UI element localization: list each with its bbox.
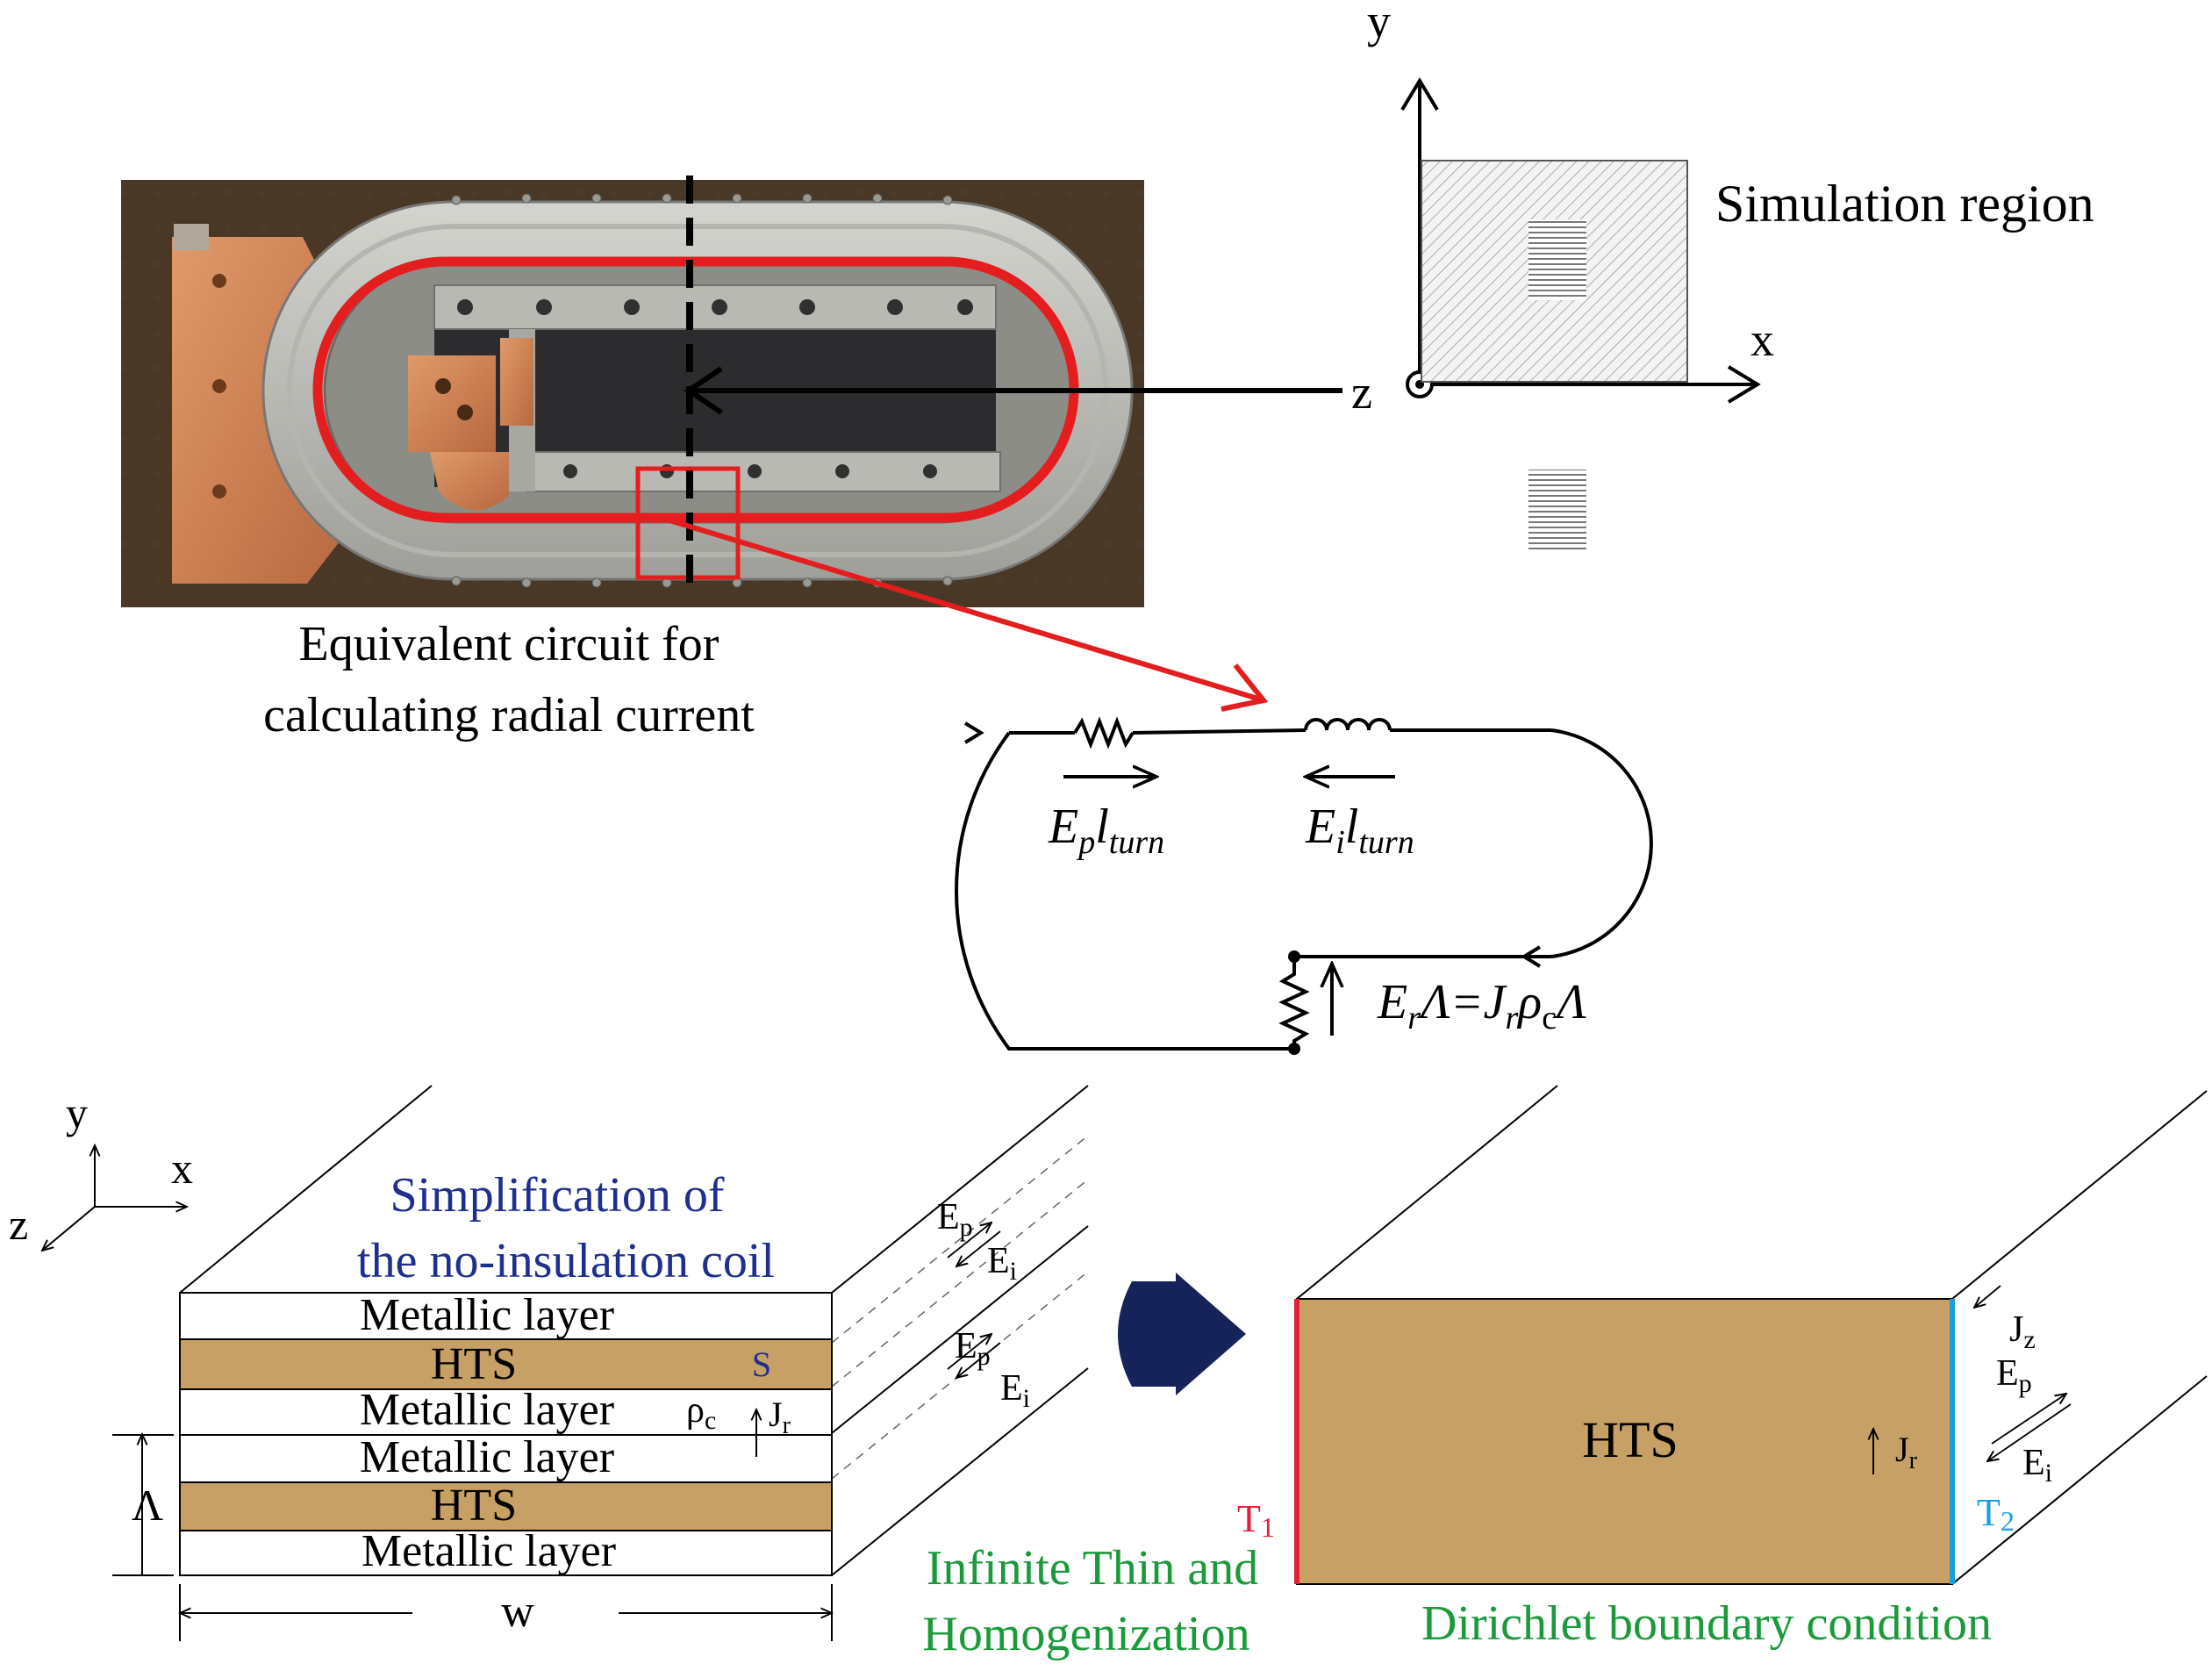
ep-arrow-lower (947, 1334, 991, 1370)
jr-label-stack: Jr (769, 1395, 791, 1439)
homogenization-caption-line2: Homogenization (922, 1607, 1249, 1661)
axis-label-z: z (1351, 366, 1372, 419)
ep-label-homogenized: Ep (1996, 1353, 2032, 1398)
ei-arrow-upper (956, 1230, 1001, 1266)
rho-c-label: ρc (686, 1390, 716, 1435)
photo-caption-line2: calculating radial current (263, 688, 755, 742)
axis-label-y: y (1367, 0, 1391, 47)
bottom-axis-y: y (66, 1088, 88, 1137)
layer-label-5: HTS (431, 1481, 517, 1531)
jz-arrow (1974, 1285, 2001, 1308)
homogenization-caption-line1: Infinite Thin and (927, 1541, 1258, 1596)
hts-layer-2 (179, 1481, 833, 1531)
equivalent-circuit (955, 716, 1653, 1051)
metallic-layer-1 (179, 1292, 833, 1340)
dirichlet-caption: Dirichlet boundary condition (1421, 1596, 1992, 1651)
homogenized-block (1294, 1085, 2208, 1585)
metallic-layer-3 (179, 1434, 833, 1483)
hts-label-homogenized: HTS (1582, 1411, 1679, 1468)
metallic-layer-2 (179, 1388, 833, 1436)
resistor-er-icon (1278, 957, 1310, 1049)
circuit-direction-arrow-top (963, 721, 984, 744)
t1-label: T1 (1237, 1497, 1275, 1543)
resistor-ep-icon (1073, 716, 1135, 749)
circuit-wire-right (1550, 728, 1653, 958)
circuit-direction-arrow-right (1521, 945, 1542, 968)
hts-layer-1 (179, 1338, 833, 1390)
ep-label-lower: Ep (955, 1326, 991, 1371)
layer-stack (179, 1085, 1089, 1576)
ei-label-upper: Ei (987, 1241, 1017, 1286)
bottom-axis-x: x (171, 1144, 193, 1193)
w-label: w (501, 1587, 534, 1637)
layer-label-3: Metallic layer (360, 1385, 614, 1435)
layer-label-2: HTS (431, 1339, 517, 1389)
simulation-axes: y x z Simulation region (1351, 0, 2094, 550)
ei-arrow-homogenized (1987, 1403, 2072, 1461)
surface-s-label: S (752, 1345, 771, 1384)
bottom-axes (42, 1145, 187, 1251)
ep-arrow-upper (947, 1223, 991, 1259)
simulation-region-label: Simulation region (1715, 175, 2094, 233)
ei-label-lower: Ei (1000, 1368, 1030, 1413)
t2-label: T2 (1977, 1491, 2015, 1537)
simplification-title-line2: the no-insulation coil (357, 1234, 775, 1288)
lambda-label: Λ (132, 1481, 163, 1530)
layer-label-6: Metallic layer (362, 1526, 616, 1576)
transform-arrow-icon (1118, 1273, 1246, 1395)
coil-cross-section-lower (1528, 470, 1586, 550)
ep-arrow-homogenized (1991, 1394, 2066, 1445)
ei-label-homogenized: Ei (2022, 1443, 2052, 1488)
ei-lturn-label: Eilturn (1305, 800, 1414, 861)
circuit-pointer-arrow (666, 517, 1264, 703)
axis-label-x: x (1750, 313, 1774, 366)
bottom-axis-z: z (9, 1200, 28, 1249)
jr-label-homogenized: Jr (1895, 1430, 1918, 1474)
ep-lturn-label: Eplturn (1048, 800, 1164, 861)
layer-label-1: Metallic layer (360, 1290, 614, 1340)
coil-cross-section-upper (1528, 219, 1586, 300)
homogenized-hts-domain (1296, 1298, 1953, 1585)
layer-label-4: Metallic layer (360, 1432, 614, 1482)
metallic-layer-4 (179, 1530, 833, 1576)
circuit-wire-left (955, 731, 1294, 1051)
photo-caption-line1: Equivalent circuit for (299, 617, 719, 671)
simplification-title-line1: Simplification of (390, 1168, 724, 1223)
ei-arrow-lower (956, 1342, 1001, 1378)
jz-label: Jz (2009, 1309, 2036, 1354)
inductor-ei-icon (1304, 718, 1392, 731)
er-lambda-label: ErΛ=JrρcΛ (1377, 975, 1586, 1036)
ep-label-upper: Ep (937, 1197, 973, 1242)
